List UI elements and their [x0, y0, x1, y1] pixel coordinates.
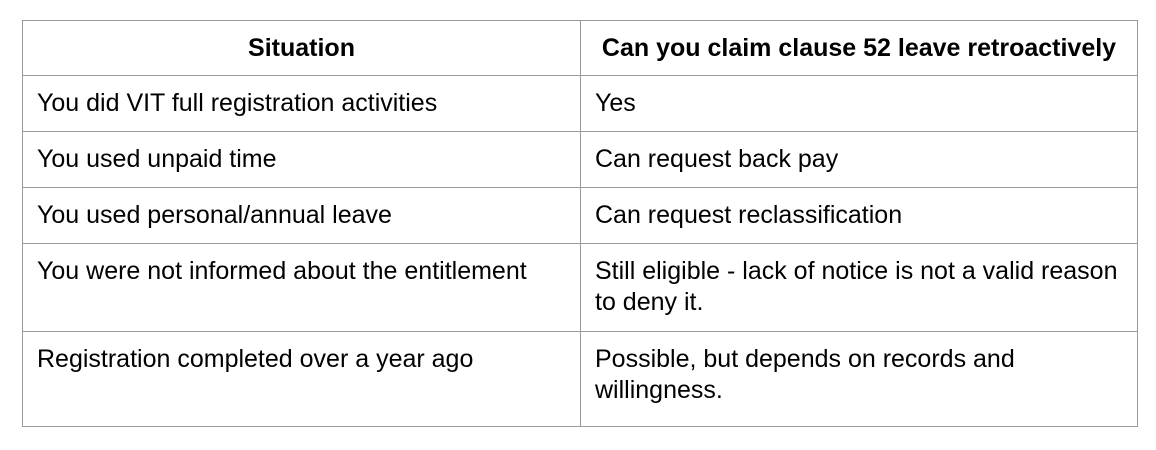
column-header-situation: Situation	[22, 20, 581, 76]
situation-cell: You were not informed about the entitlem…	[22, 243, 581, 332]
table-row: You used unpaid time Can request back pa…	[22, 131, 1138, 188]
answer-cell: Possible, but depends on records and wil…	[580, 331, 1138, 427]
answer-cell: Yes	[580, 75, 1138, 132]
table-header-row: Situation Can you claim clause 52 leave …	[22, 20, 1138, 76]
table-row: Registration completed over a year ago P…	[22, 331, 1138, 427]
clause-52-leave-table: Situation Can you claim clause 52 leave …	[22, 20, 1138, 427]
table-row: You were not informed about the entitlem…	[22, 243, 1138, 332]
situation-cell: You used personal/annual leave	[22, 187, 581, 244]
column-header-claim-retroactively: Can you claim clause 52 leave retroactiv…	[580, 20, 1138, 76]
situation-cell: You used unpaid time	[22, 131, 581, 188]
table-row: You did VIT full registration activities…	[22, 75, 1138, 132]
answer-cell: Can request back pay	[580, 131, 1138, 188]
situation-cell: You did VIT full registration activities	[22, 75, 581, 132]
table-row: You used personal/annual leave Can reque…	[22, 187, 1138, 244]
answer-cell: Can request reclassification	[580, 187, 1138, 244]
situation-cell: Registration completed over a year ago	[22, 331, 581, 427]
answer-cell: Still eligible - lack of notice is not a…	[580, 243, 1138, 332]
